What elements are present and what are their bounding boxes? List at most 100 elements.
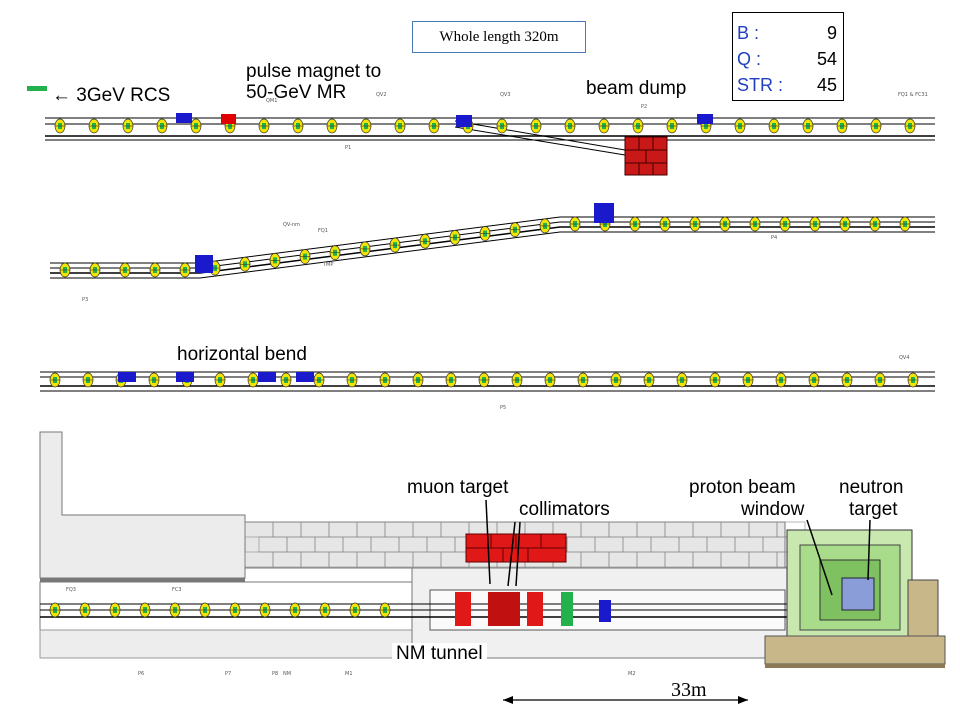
quadrupole-magnet: [479, 226, 491, 241]
quadrupole-magnet: [82, 372, 94, 388]
small-label: QV2: [376, 92, 387, 98]
quadrupole-magnet: [907, 372, 919, 388]
bend-magnet: [456, 115, 472, 127]
beam-dump-label: beam dump: [586, 78, 687, 99]
beamline-row-3: [40, 371, 935, 392]
muon-target-label: muon target: [407, 477, 509, 498]
quadrupole-magnet: [239, 256, 251, 272]
quadrupole-magnet: [836, 118, 848, 134]
quadrupole-magnet: [109, 602, 121, 618]
quadrupole-magnet: [445, 372, 457, 388]
quadrupole-magnet: [419, 233, 431, 249]
quadrupole-magnet: [247, 372, 259, 388]
quadrupole-magnet: [779, 216, 791, 232]
count-value: 45: [816, 75, 837, 95]
callout-lines: [485, 499, 871, 596]
count-key: Q :: [737, 49, 762, 69]
small-label: QV-nm: [283, 222, 300, 228]
bend-magnet: [594, 203, 614, 223]
count-value: 54: [816, 49, 837, 69]
quadrupole-magnet: [119, 262, 131, 278]
quadrupole-magnet: [214, 372, 226, 388]
small-label: P8: [272, 671, 279, 677]
quadrupole-magnet: [564, 118, 576, 134]
small-label: NM: [283, 671, 292, 677]
small-label: P5: [500, 405, 507, 411]
small-label: FQ3: [66, 587, 76, 593]
quadrupole-magnet: [899, 216, 911, 232]
quadrupole-magnet: [169, 602, 181, 618]
quadrupole-magnet: [569, 216, 581, 232]
quadrupole-magnet: [79, 602, 91, 618]
small-label: QV3: [500, 92, 511, 98]
quadrupole-magnet: [389, 237, 401, 253]
quadrupole-magnet: [709, 372, 721, 388]
quadrupole-magnet: [449, 230, 461, 245]
distance-arrow: [503, 696, 748, 704]
small-label: M2: [628, 671, 636, 677]
bend-magnet: [176, 113, 192, 123]
quadrupole-magnet: [280, 372, 292, 388]
quadrupole-magnet: [629, 216, 641, 232]
quadrupole-magnet: [530, 118, 542, 134]
quadrupole-magnet: [199, 602, 211, 618]
quadrupole-magnet: [89, 262, 101, 278]
quadrupole-magnet: [496, 118, 508, 134]
bend-magnet: [697, 114, 713, 124]
pulse-magnet-label-2: 50-GeV MR: [246, 82, 347, 103]
quadrupole-magnet: [379, 372, 391, 388]
quadrupole-magnet: [775, 372, 787, 388]
collimators-label: collimators: [519, 499, 610, 520]
quadrupole-magnet: [326, 118, 338, 134]
quadrupole-magnet: [659, 216, 671, 232]
quadrupole-magnet: [904, 118, 916, 134]
quadrupole-magnet: [349, 602, 361, 618]
quadrupole-magnet: [666, 118, 678, 134]
quadrupole-magnet: [269, 253, 281, 268]
quadrupole-magnet: [148, 372, 160, 388]
quadrupole-magnet: [258, 118, 270, 134]
proton-window-label: proton beam: [689, 477, 796, 498]
neutron-target-label-2: target: [849, 499, 898, 520]
pulse-magnet: [221, 114, 236, 124]
pulse-magnet-label: pulse magnet to: [246, 61, 382, 82]
quadrupole-magnet: [544, 372, 556, 388]
quadrupole-magnet: [610, 372, 622, 388]
quadrupole-magnet: [299, 249, 311, 264]
quadrupole-magnet: [259, 602, 271, 618]
rcs-label: ← 3GeV RCS: [52, 85, 171, 106]
beamline-row-4: [40, 592, 860, 626]
quadrupole-magnet: [49, 602, 61, 618]
quadrupole-magnet: [632, 118, 644, 134]
quadrupole-magnet: [874, 372, 886, 388]
proton-window-label-2: window: [741, 499, 805, 520]
quadrupole-magnet: [379, 602, 391, 618]
quadrupole-magnet: [742, 372, 754, 388]
quadrupole-magnet: [802, 118, 814, 134]
neutron-target-label: neutron: [839, 477, 904, 498]
quadrupole-magnet: [54, 118, 66, 134]
small-label: P1: [345, 145, 352, 151]
beamline-row-1: [45, 113, 935, 156]
small-label: M1: [345, 671, 353, 677]
quadrupole-magnet: [412, 372, 424, 388]
quadrupole-magnet: [509, 222, 521, 238]
count-value: 9: [826, 23, 837, 43]
small-label: P3: [82, 297, 89, 303]
quadrupole-magnet: [394, 118, 406, 134]
quadrupole-magnet: [734, 118, 746, 134]
small-label: TMP: [323, 262, 334, 268]
quadrupole-magnet: [292, 118, 304, 134]
beamline-row-2: [50, 203, 935, 279]
quadrupole-magnet: [59, 262, 71, 278]
quadrupole-magnet: [156, 118, 168, 134]
beam-dump: [624, 136, 668, 176]
quadrupole-magnet: [428, 118, 440, 134]
whole-length-label: Whole length 320m: [412, 21, 586, 53]
count-key: STR :: [737, 75, 784, 95]
small-label: QV4: [899, 355, 910, 361]
quadrupole-magnet: [676, 372, 688, 388]
distance-label: 33m: [671, 679, 707, 701]
small-label: P7: [225, 671, 232, 677]
